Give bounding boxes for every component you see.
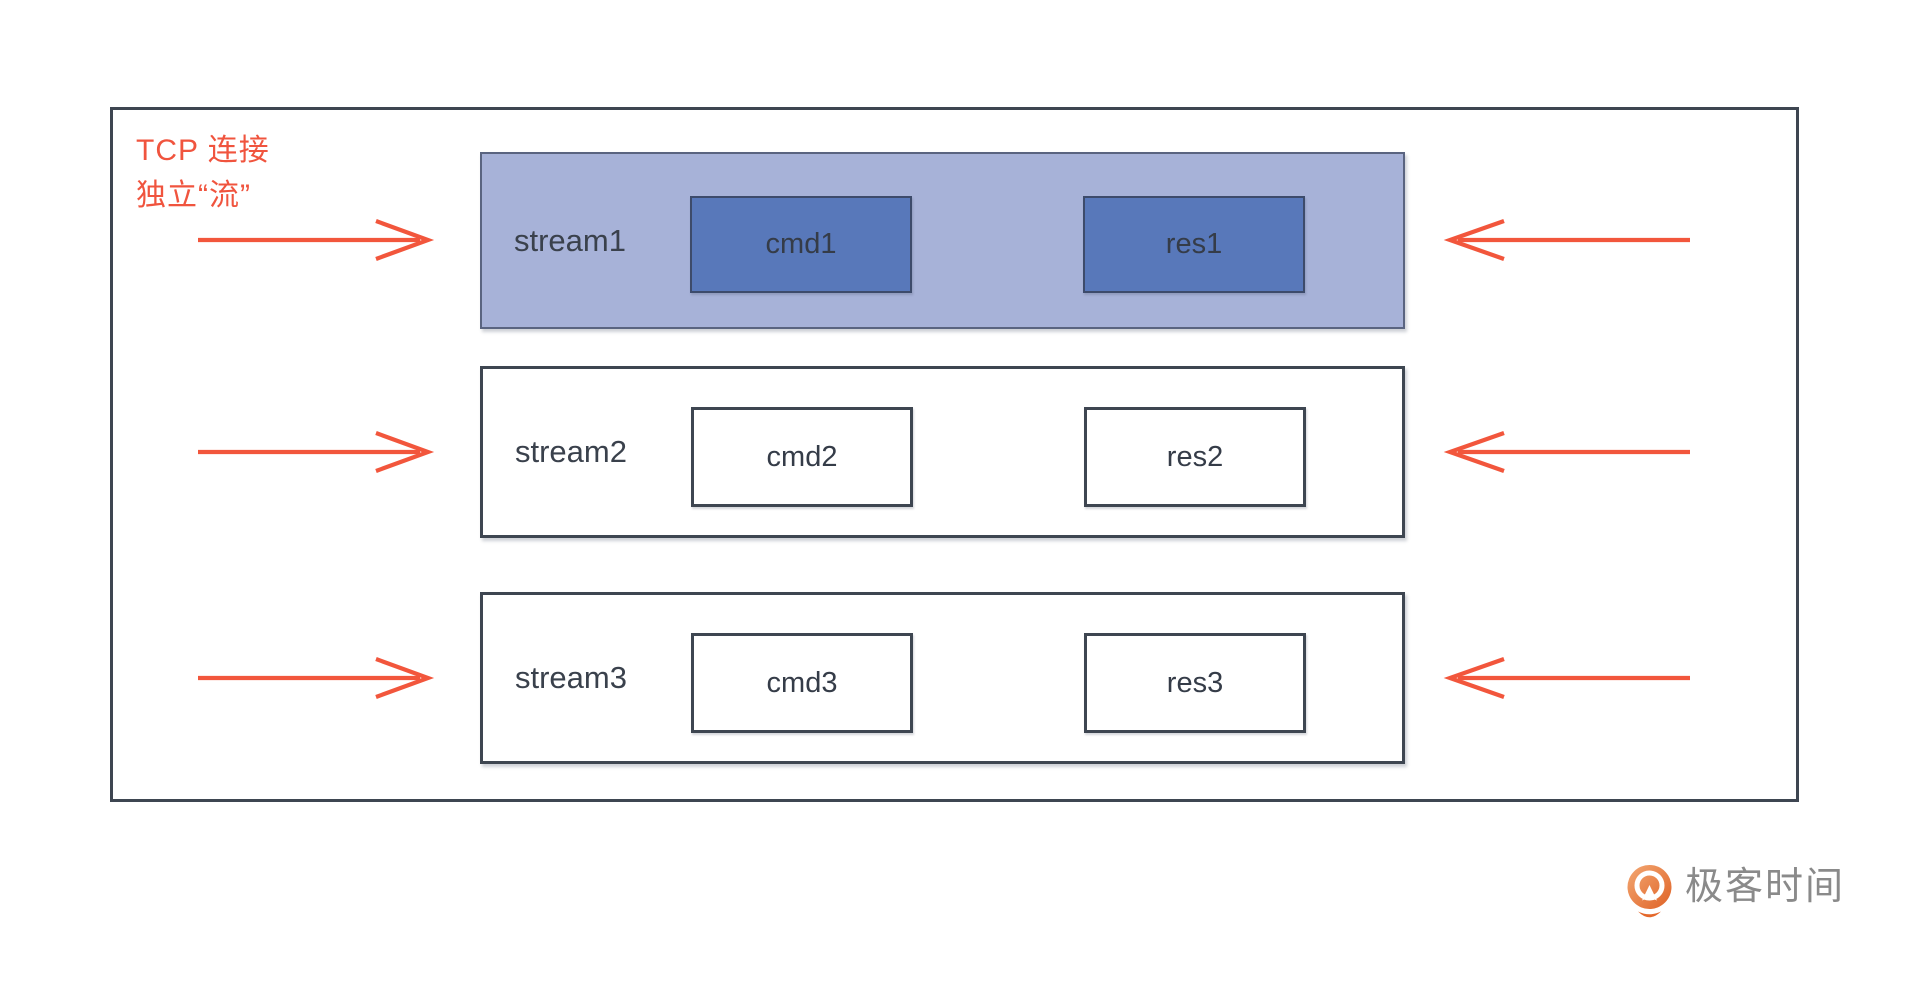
stream-row-3: stream3 cmd3 res3 [480,592,1405,764]
cmd-box: cmd3 [691,633,913,733]
left-arrow-icon [1442,428,1692,476]
cmd-box: cmd2 [691,407,913,507]
stream-label: stream3 [515,660,627,695]
tcp-connection-label-line1: TCP 连接 [136,134,270,167]
res-box-label: res1 [1165,227,1223,260]
geektime-logo-text: 极客时间 [1685,866,1846,908]
tcp-connection-label-line2: 独立“流” [136,179,251,212]
tcp-connection-label: TCP 连接 独立“流” [136,128,270,218]
stream-label: stream1 [514,222,626,258]
cmd-box: cmd1 [690,195,912,293]
left-arrow-icon [1442,216,1692,264]
stream-row-1: stream1 cmd1 res1 [480,152,1405,329]
stream-label: stream2 [515,434,627,469]
res-box: res2 [1084,407,1306,507]
geektime-logo-icon [1627,865,1672,918]
right-arrow-icon [196,654,446,702]
right-arrow-icon [196,428,446,476]
res-box-label: res3 [1166,666,1224,699]
res-box: res1 [1083,195,1305,293]
cmd-box-label: cmd1 [765,227,837,260]
left-arrow-icon [1442,654,1692,702]
res-box: res3 [1084,633,1306,733]
stream-row-2: stream2 cmd2 res2 [480,366,1405,538]
cmd-box-label: cmd3 [766,666,838,699]
geektime-logo: 极客时间 [1626,864,1845,923]
res-box-label: res2 [1166,440,1224,473]
right-arrow-icon [196,216,446,264]
cmd-box-label: cmd2 [766,440,838,473]
